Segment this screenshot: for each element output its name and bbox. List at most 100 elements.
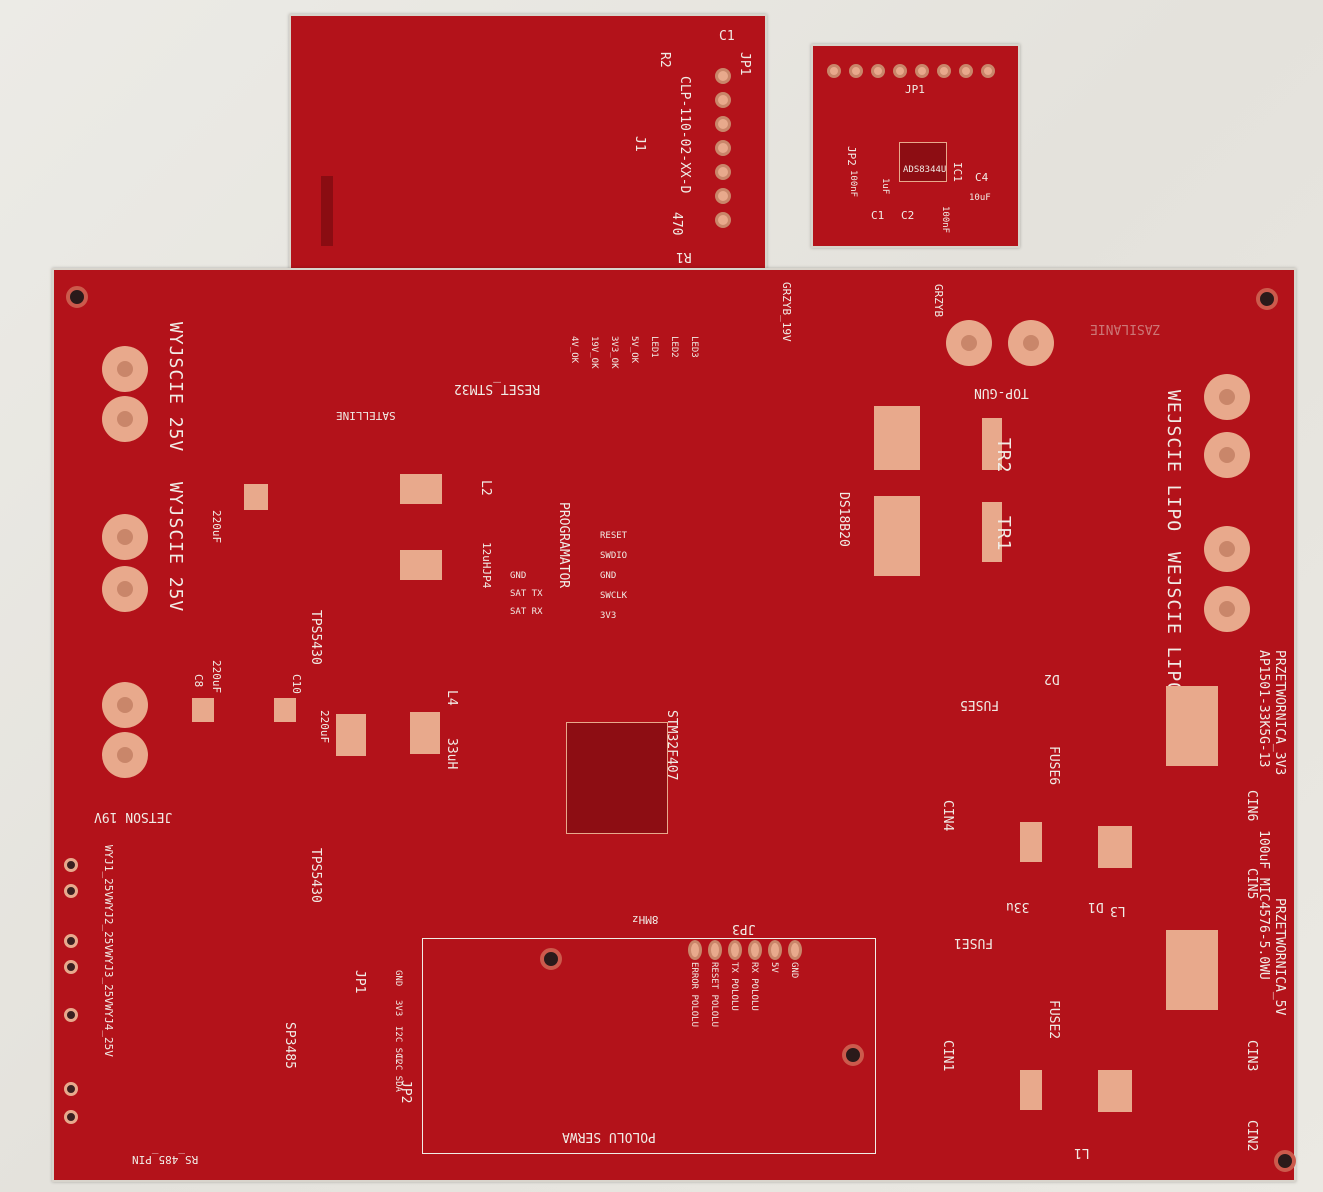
label-3v3: 3V3 xyxy=(393,1000,403,1017)
label-fuse1: FUSE1 xyxy=(954,935,994,950)
pad xyxy=(274,698,296,722)
label-prog-swdio: SWDIO xyxy=(600,551,628,561)
label-sat-gnd: GND xyxy=(510,571,527,581)
label-led1: LED1 xyxy=(649,336,659,358)
terminal xyxy=(946,320,992,366)
mounting-hole xyxy=(1274,1150,1296,1172)
label-100nf: 100nF xyxy=(848,170,858,198)
label-servo: POLOLU SERWA xyxy=(562,1129,656,1144)
label-zasilanie: ZASILANIE xyxy=(1090,321,1161,336)
label-10uf: 10uF xyxy=(969,193,991,203)
pin-hole xyxy=(64,1082,78,1096)
mounting-hole xyxy=(540,948,562,970)
label-cin2: CIN2 xyxy=(1244,1120,1259,1152)
label-output-2: WYJSCIE 25V xyxy=(165,482,186,613)
pad xyxy=(982,418,1002,470)
pad xyxy=(1020,822,1042,862)
pad xyxy=(981,64,995,78)
label-470: 470 xyxy=(669,212,684,236)
terminal xyxy=(1204,526,1250,572)
main-board: WYJSCIE 25V WYJSCIE 25V JETSON 19V WYJ1_… xyxy=(52,268,1296,1182)
label-c1: C1 xyxy=(871,209,885,222)
label-r2: R2 xyxy=(657,52,672,68)
terminal xyxy=(1204,586,1250,632)
label-tr1: TR1 xyxy=(993,516,1014,552)
label-adc-part: ADS8344U xyxy=(903,165,947,175)
pad xyxy=(849,64,863,78)
label-output-pins: WYJ1_25VWYJ2_25VWYJ3_25VWYJ4_25V xyxy=(102,845,115,1057)
pad xyxy=(982,502,1002,562)
label-jp2: JP2 xyxy=(845,146,858,166)
pad xyxy=(1020,1070,1042,1110)
label-c2: C2 xyxy=(901,209,915,222)
adc-board: JP1 JP2 ADS8344U IC1 C4 10uF 100nF 1uF C… xyxy=(811,44,1020,248)
label-servo-rx: RX POLOLU xyxy=(749,962,759,1011)
mounting-hole xyxy=(1256,288,1278,310)
pad xyxy=(915,64,929,78)
terminal xyxy=(102,514,148,560)
pad xyxy=(827,64,841,78)
label-33uh: 33uH xyxy=(444,738,459,770)
pin-hole xyxy=(64,1008,78,1022)
label-reset: RESET_STM32 xyxy=(454,381,541,396)
pad xyxy=(192,698,214,722)
label-output-1: WYJSCIE 25V xyxy=(165,322,186,453)
label-led-5v: 5V_OK xyxy=(629,336,639,364)
label-lipo-2: WEJSCIE LIPO xyxy=(1163,552,1184,695)
label-programmer: PROGRAMATOR xyxy=(556,502,571,589)
label-l2: L2 xyxy=(478,480,493,496)
label-topgun: TOP-GUN xyxy=(974,385,1029,400)
pad xyxy=(400,550,442,580)
pad xyxy=(768,940,782,960)
label-tps1: TPS5430 xyxy=(308,610,323,665)
label-conv3v3-part: AP1501-33K5G-13 xyxy=(1256,650,1271,768)
label-grzyb-19v: GRZYB_19V xyxy=(780,282,793,342)
label-cin3: CIN3 xyxy=(1244,1040,1259,1072)
label-prog-gnd: GND xyxy=(600,571,617,581)
label-mcu: STM32F407 xyxy=(664,710,679,781)
pad xyxy=(715,68,731,84)
label-conv3v3: PRZETWORNICA_3V3 xyxy=(1272,650,1287,776)
label-r1: R1 xyxy=(676,249,692,264)
label-sat-rx: SAT RX xyxy=(510,607,543,617)
label-gnd: GND xyxy=(393,970,403,987)
label-xtal: 8MHz xyxy=(632,913,659,926)
terminal xyxy=(102,682,148,728)
label-sp3485: SP3485 xyxy=(282,1022,297,1069)
terminal xyxy=(1204,374,1250,420)
pad xyxy=(410,712,440,754)
pad xyxy=(715,116,731,132)
pad-grid xyxy=(874,406,920,470)
trace xyxy=(321,176,333,246)
label-cin4: CIN4 xyxy=(940,800,955,832)
label-d1: D1 xyxy=(1088,899,1104,914)
pad xyxy=(871,64,885,78)
label-jp1: JP1 xyxy=(352,970,367,994)
pad xyxy=(937,64,951,78)
label-satelline: SATELLINE xyxy=(336,409,396,422)
label-i2c-sda: I2C SDA xyxy=(393,1054,403,1092)
pad xyxy=(244,484,268,510)
label-fuse5: FUSE5 xyxy=(960,697,1000,712)
label-sat-tx: SAT TX xyxy=(510,589,543,599)
pin-hole xyxy=(64,1110,78,1124)
label-d2: D2 xyxy=(1044,671,1060,686)
pad xyxy=(748,940,762,960)
pin-hole xyxy=(64,884,78,898)
pin-hole xyxy=(64,858,78,872)
label-led3: LED3 xyxy=(689,336,699,358)
label-led-4v: 4V_OK xyxy=(569,336,579,364)
mounting-hole xyxy=(842,1044,864,1066)
label-prog-swclk: SWCLK xyxy=(600,591,628,601)
label-fuse6: FUSE6 xyxy=(1046,746,1061,786)
label-100nf-2: 100nF xyxy=(940,206,950,234)
label-rs485: RS_485_PIN xyxy=(132,1153,199,1166)
terminal xyxy=(102,346,148,392)
label-l3: L3 xyxy=(1110,903,1126,918)
label-tr2: TR2 xyxy=(993,438,1014,474)
label-c4: C4 xyxy=(975,171,989,184)
label-grzyb: GRZYB xyxy=(932,284,945,318)
label-jp3: JP3 xyxy=(732,921,756,936)
label-c10: C10 xyxy=(290,674,303,694)
label-l4: L4 xyxy=(444,690,459,706)
